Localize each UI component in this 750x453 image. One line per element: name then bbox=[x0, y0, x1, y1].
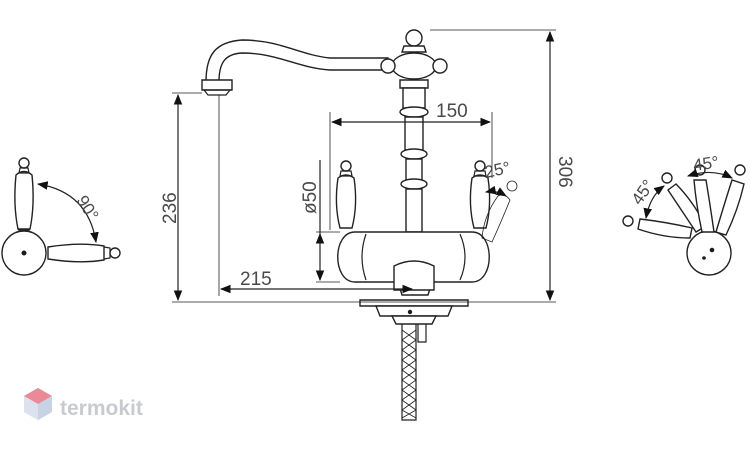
top-finial bbox=[380, 29, 448, 89]
logo-text: termokit bbox=[60, 397, 143, 420]
left-side-view: 90° bbox=[1, 157, 121, 276]
spout-reach-label: 215 bbox=[240, 269, 272, 290]
right-lever bbox=[469, 160, 518, 243]
right-rotation-a-label: 45° bbox=[628, 176, 658, 208]
faucet-front-view bbox=[201, 29, 518, 421]
right-rotation-b-label: 45° bbox=[692, 153, 720, 175]
left-handle-vertical bbox=[14, 157, 34, 231]
left-rotation-label: 90° bbox=[73, 192, 103, 224]
termokit-logo: termokit bbox=[24, 388, 143, 420]
central-column bbox=[399, 87, 429, 233]
valve-body bbox=[337, 231, 490, 296]
supply-hose bbox=[401, 324, 427, 421]
spout bbox=[205, 39, 389, 83]
right-side-view: 45° 45° bbox=[622, 153, 746, 276]
lever-tilt-label: 25° bbox=[483, 158, 512, 182]
right-handle-left bbox=[622, 215, 693, 239]
dimension-lines: 236 306 150 215 ø50 25° bbox=[160, 29, 575, 303]
left-lever bbox=[335, 160, 357, 229]
base-diameter-label: ø50 bbox=[300, 181, 321, 214]
spout-outlet bbox=[201, 79, 233, 91]
outlet-height-label: 236 bbox=[160, 192, 181, 224]
lever-spacing-label: 150 bbox=[436, 101, 468, 122]
total-height-label: 306 bbox=[554, 156, 575, 188]
left-handle-horizontal bbox=[47, 243, 121, 263]
right-handle-right bbox=[715, 164, 746, 236]
right-valve-body bbox=[686, 230, 732, 276]
base-plate bbox=[359, 299, 469, 325]
